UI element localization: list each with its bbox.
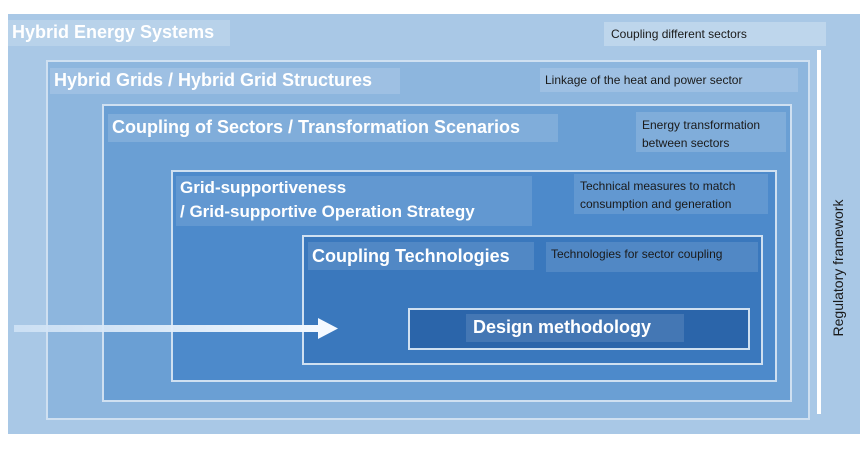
note-energy-transformation-line1: Energy transformation (642, 118, 761, 132)
title-grid-supportiveness-line2: / Grid-supportive Operation Strategy (180, 202, 475, 221)
note-technologies-sector-coupling: Technologies for sector coupling (551, 247, 723, 261)
regulatory-framework-line (817, 50, 821, 414)
arrow-icon (14, 318, 338, 339)
title-pad-hybrid-energy-systems (8, 20, 230, 46)
note-technical-measures-line2: consumption and generation (580, 197, 732, 211)
title-pad-coupling-of-sectors (108, 114, 558, 142)
title-pad-design-methodology (466, 314, 684, 342)
note-pad-linkage (540, 68, 798, 92)
regulatory-framework-label: Regulatory framework (830, 199, 846, 337)
title-pad-coupling-technologies (308, 242, 534, 270)
title-coupling-technologies: Coupling Technologies (312, 246, 510, 266)
title-pad-hybrid-grids (50, 68, 400, 94)
note-coupling-different-sectors: Coupling different sectors (611, 27, 747, 41)
note-pad-technologies (546, 242, 758, 272)
title-grid-supportiveness-line1: Grid-supportiveness (180, 178, 347, 197)
note-energy-transformation-line2: between sectors (642, 136, 730, 150)
note-pad-technical-measures (574, 174, 768, 214)
note-technical-measures-line1: Technical measures to match (580, 179, 736, 193)
frame-design-methodology (408, 308, 750, 350)
title-design-methodology: Design methodology (473, 317, 652, 337)
title-coupling-of-sectors: Coupling of Sectors / Transformation Sce… (112, 117, 521, 137)
regulatory-framework-panel (822, 60, 858, 410)
note-pad-energy-transformation (636, 112, 786, 152)
note-linkage-heat-power: Linkage of the heat and power sector (545, 73, 743, 87)
title-hybrid-grids: Hybrid Grids / Hybrid Grid Structures (54, 70, 373, 90)
title-hybrid-energy-systems: Hybrid Energy Systems (12, 22, 215, 42)
note-pad-coupling-sectors (604, 22, 826, 46)
title-pad-grid-supportiveness (176, 176, 532, 226)
